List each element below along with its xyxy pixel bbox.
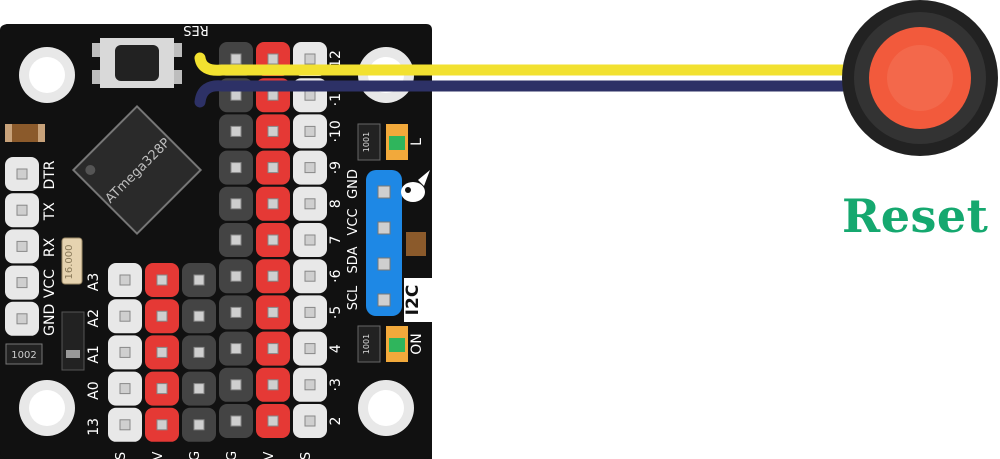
digital-power-column xyxy=(256,42,290,438)
crystal-label: 16.000 xyxy=(64,245,75,280)
led-bottom-label: ON xyxy=(409,333,425,355)
left-pin-label: TX xyxy=(42,202,58,222)
dfrobot-logo-icon xyxy=(401,170,430,202)
left-header-column xyxy=(5,157,39,336)
led-top-label: L xyxy=(409,138,425,146)
digital-signal-column xyxy=(293,42,327,438)
i2c-pin-label: SCL xyxy=(346,285,361,310)
analog-pin-label: A3 xyxy=(86,273,102,291)
i2c-pin-label: VCC xyxy=(346,208,361,235)
left-signal-header xyxy=(5,157,39,336)
left-pin-labels: DTR TX RX VCC GND xyxy=(42,160,58,336)
i2c-pin xyxy=(377,221,391,235)
analog-ground-column xyxy=(182,263,216,442)
digital-pin-label: 7 xyxy=(328,236,344,245)
led-icon: 1001 L 1001 ON xyxy=(357,123,425,363)
digital-pin-label: ·5 xyxy=(328,306,344,319)
analog-pin-label: A2 xyxy=(86,309,102,327)
analog-power-column xyxy=(145,263,179,442)
resistor-top-label: 1001 xyxy=(362,132,371,152)
bottom-pin-label: G xyxy=(188,451,203,459)
chip-icon: ATmega328P xyxy=(71,104,203,236)
left-pin-label: GND xyxy=(42,304,58,336)
analog-pin-label: 13 xyxy=(86,418,102,436)
signal-wire xyxy=(194,52,866,76)
analog-pin-label: A1 xyxy=(86,345,102,363)
left-pin-label: RX xyxy=(42,237,58,257)
analog-signal-column xyxy=(108,263,142,442)
digital-pin-label: ·6 xyxy=(328,269,344,282)
board-components: 16.000 1002 xyxy=(5,124,426,371)
i2c-label: I2C xyxy=(403,285,423,316)
left-pin-label: VCC xyxy=(42,269,58,298)
resistor-bottom-label: 1001 xyxy=(362,334,371,354)
bottom-pin-label: G xyxy=(225,451,240,459)
analog-pin-label: A0 xyxy=(86,381,102,399)
i2c-pin xyxy=(377,293,391,307)
digital-pin-label: ·10 xyxy=(328,120,344,142)
bottom-pin-label: S xyxy=(299,452,314,459)
i2c-pin-label: SDA xyxy=(346,246,361,273)
analog-header xyxy=(108,263,216,442)
bottom-pin-label: V xyxy=(262,451,277,459)
bottom-pin-label: S xyxy=(114,452,129,459)
resistor-left-label: 1002 xyxy=(11,350,36,361)
reset-button-icon xyxy=(92,38,182,88)
digital-pin-label: 12 xyxy=(328,50,344,68)
i2c-pin-label: GND xyxy=(346,169,361,199)
digital-pin-labels: 12·11·10·987·6·54·32 xyxy=(328,50,344,425)
digital-pin-label: 4 xyxy=(328,344,344,353)
digital-pin-label: 2 xyxy=(328,417,344,426)
ground-wire xyxy=(194,80,866,108)
digital-ground-column xyxy=(219,42,253,438)
i2c-pin xyxy=(377,185,391,199)
bottom-pin-label: V xyxy=(151,451,166,459)
i2c-pin xyxy=(377,257,391,271)
left-pin-label: DTR xyxy=(42,160,58,189)
i2c-connector: I2C SCL SDA VCC GND xyxy=(346,169,432,322)
reset-caption: Reset xyxy=(842,189,989,243)
digital-header xyxy=(219,42,327,438)
reset-push-button[interactable] xyxy=(842,0,998,156)
digital-pin-label: ·3 xyxy=(328,378,344,391)
digital-pin-label: ·9 xyxy=(328,161,344,174)
digital-pin-label: 8 xyxy=(328,199,344,208)
reset-pin-label: RES xyxy=(183,22,209,37)
